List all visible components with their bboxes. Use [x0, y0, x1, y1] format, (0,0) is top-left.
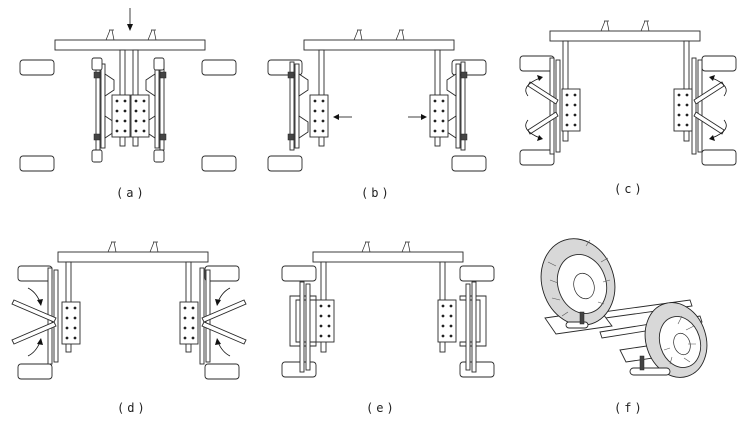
panel-label-c: (c) — [614, 182, 645, 196]
panel-e-diagram — [281, 241, 495, 378]
panel-label-b: (b) — [361, 186, 392, 200]
panel-label-e: (e) — [366, 401, 397, 415]
panel-c-diagram — [519, 20, 737, 166]
panel-a-diagram — [19, 8, 237, 172]
panel-d-diagram — [11, 241, 247, 380]
panel-label-f: (f) — [614, 401, 645, 415]
panel-label-a: (a) — [116, 186, 147, 200]
panel-f-diagram — [540, 238, 708, 378]
panel-b-diagram — [267, 29, 487, 172]
panel-label-d: (d) — [117, 401, 148, 415]
